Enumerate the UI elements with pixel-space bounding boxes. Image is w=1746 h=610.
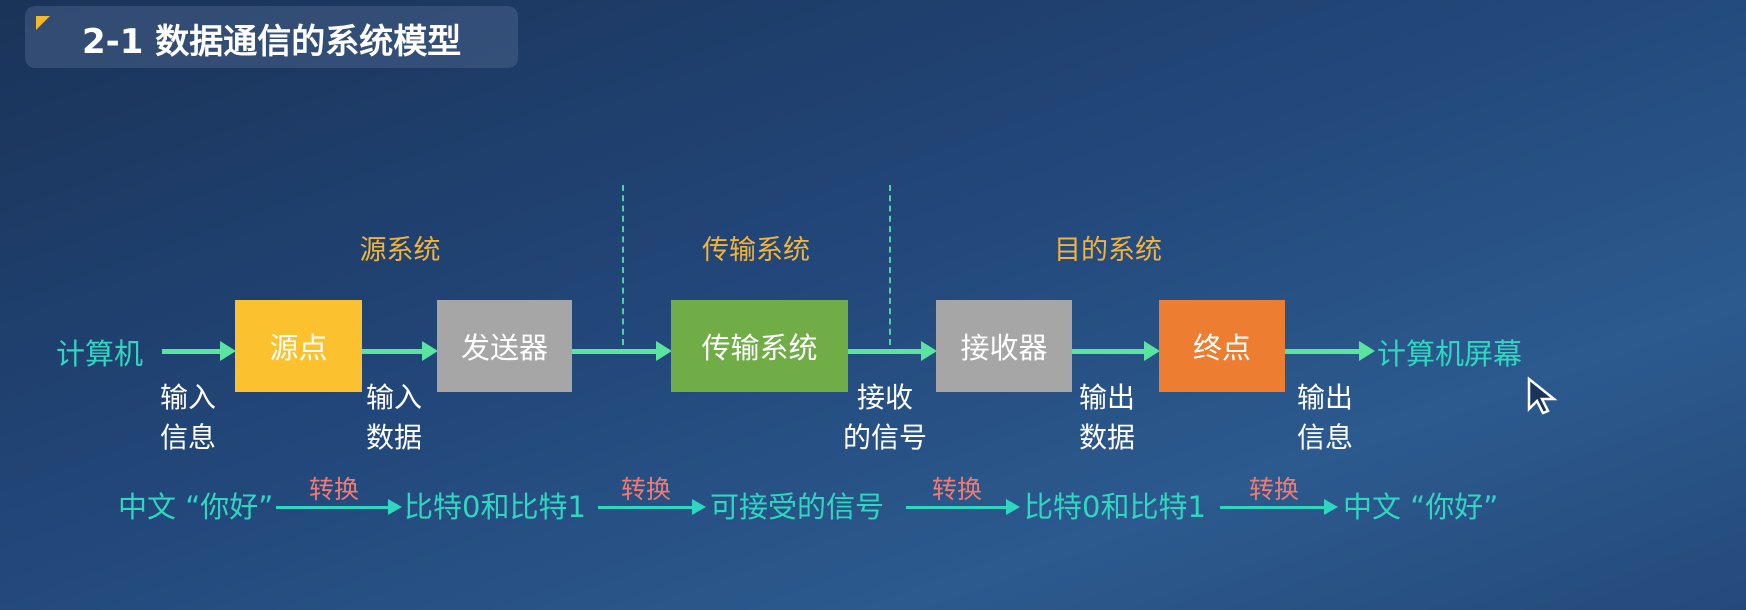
label-received-signal: 接收的信号 — [843, 378, 927, 458]
bottom-arrow — [598, 499, 706, 515]
bottom-item: 中文 “你好” — [1343, 490, 1499, 524]
page-title: 2-1 数据通信的系统模型 — [82, 22, 462, 62]
label-line: 数据 — [1079, 421, 1136, 454]
arrow — [362, 341, 438, 361]
label-line: 的信号 — [843, 421, 928, 454]
section-transmission: 传输系统 — [702, 235, 810, 266]
title-bar — [25, 6, 518, 68]
end-label: 计算机屏幕 — [1377, 337, 1523, 371]
convert-label: 转换 — [931, 475, 983, 504]
arrow — [162, 341, 236, 361]
divider-line — [889, 185, 891, 345]
label-output-info: 输出信息 — [1297, 378, 1353, 458]
bottom-arrow — [906, 499, 1020, 515]
label-input-data: 输入数据 — [366, 378, 422, 458]
label-output-data: 输出数据 — [1079, 378, 1135, 458]
start-label: 计算机 — [56, 337, 144, 371]
label-line: 数据 — [366, 421, 423, 454]
convert-label: 转换 — [1248, 475, 1300, 504]
label-line: 输入 — [160, 381, 217, 414]
arrow — [1285, 341, 1375, 361]
label-line: 信息 — [160, 421, 217, 454]
arrow — [848, 341, 937, 361]
convert-label: 转换 — [620, 475, 672, 504]
divider-line — [622, 185, 624, 345]
section-destination: 目的系统 — [1054, 235, 1162, 266]
section-source: 源系统 — [359, 235, 441, 266]
bottom-item: 可接受的信号 — [710, 490, 885, 524]
label-line: 输入 — [366, 381, 423, 414]
label-line: 接收 — [857, 381, 914, 414]
label-line: 输出 — [1079, 381, 1136, 414]
corner-triangle-icon — [36, 16, 50, 30]
box-transmission-system: 传输系统 — [671, 300, 848, 392]
bottom-item: 比特0和比特1 — [1024, 490, 1206, 524]
bottom-item: 中文 “你好” — [118, 490, 274, 524]
convert-label: 转换 — [308, 475, 360, 504]
box-destination: 终点 — [1159, 300, 1285, 392]
mouse-cursor-icon — [1527, 376, 1558, 415]
box-transmitter: 发送器 — [437, 300, 572, 392]
box-source: 源点 — [235, 300, 362, 392]
arrow — [1072, 341, 1160, 361]
label-line: 信息 — [1297, 421, 1354, 454]
arrow — [572, 341, 672, 361]
box-receiver: 接收器 — [936, 300, 1072, 392]
label-input-info: 输入信息 — [160, 378, 216, 458]
bottom-arrow — [276, 499, 402, 515]
label-line: 输出 — [1297, 381, 1354, 414]
bottom-item: 比特0和比特1 — [404, 490, 586, 524]
bottom-arrow — [1220, 499, 1338, 515]
